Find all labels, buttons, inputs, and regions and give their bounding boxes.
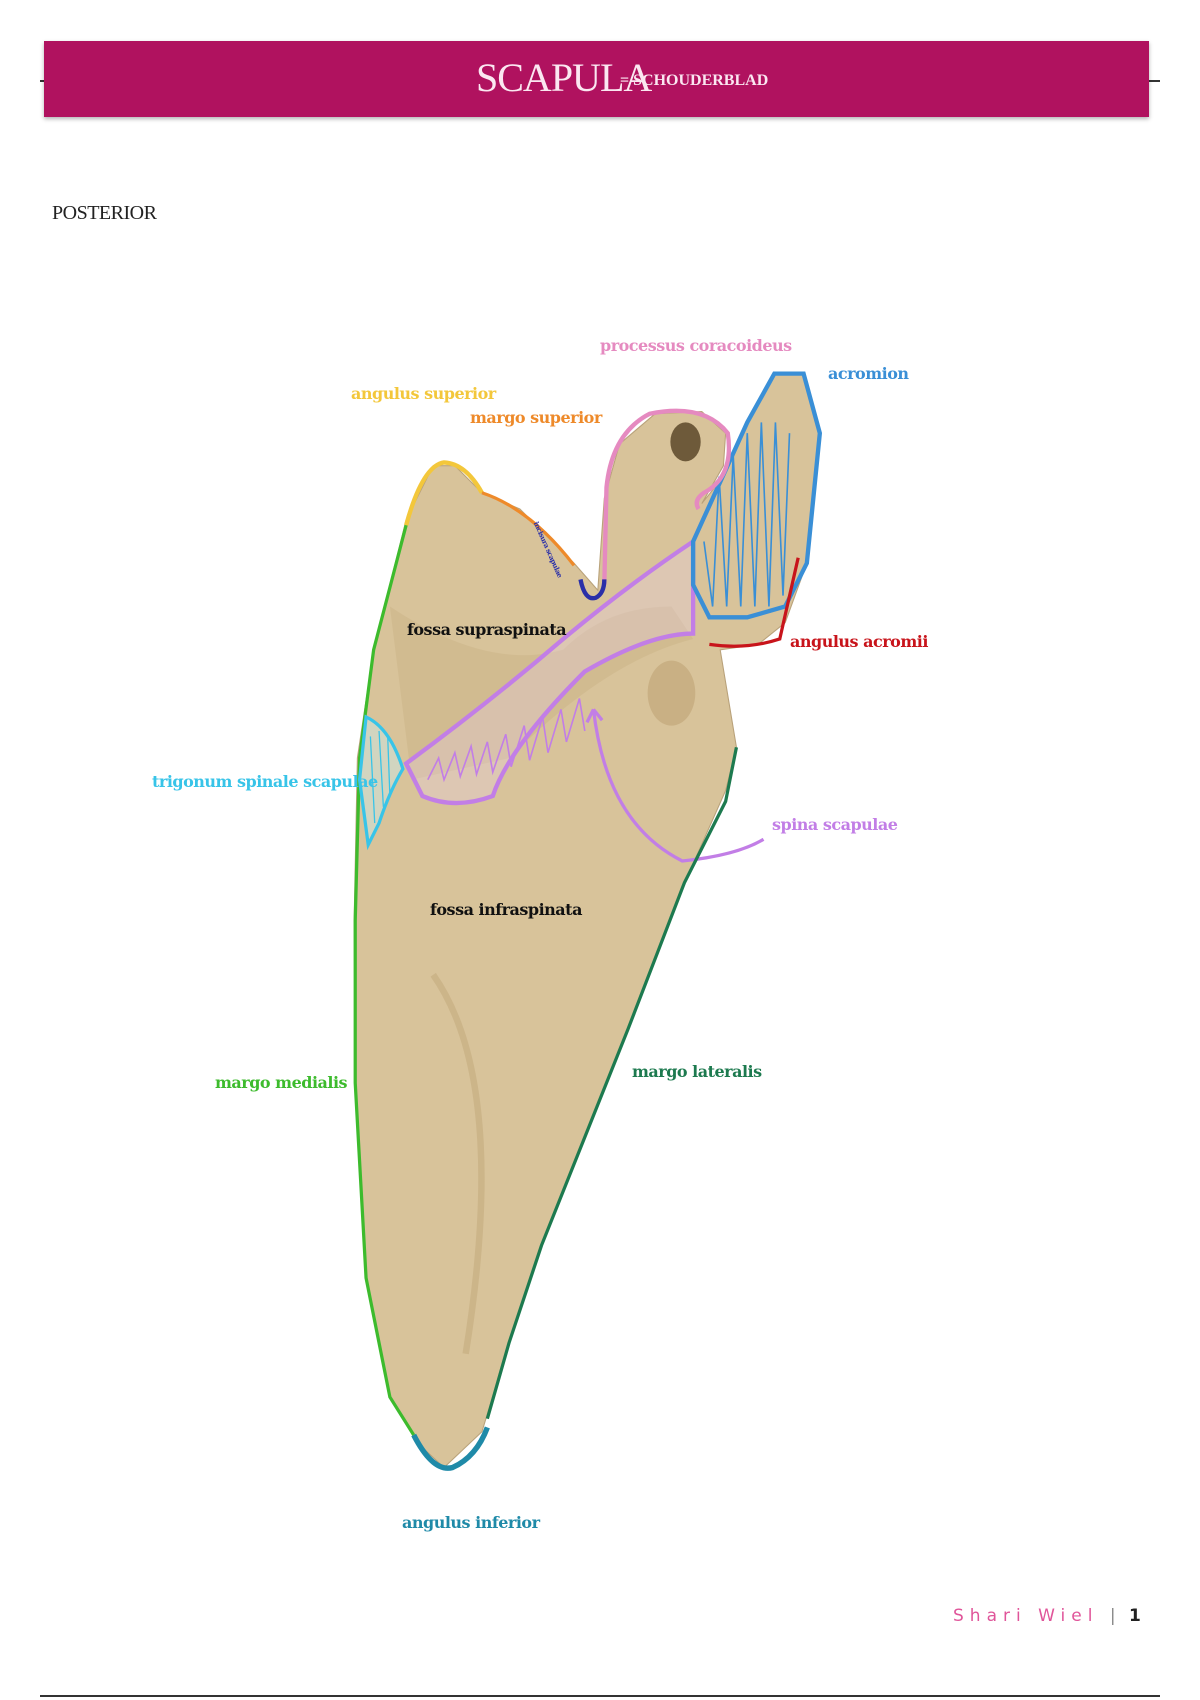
label-margo-medialis: margo medialis bbox=[215, 1073, 348, 1092]
label-margo-superior: margo superior bbox=[470, 408, 602, 427]
page-subtitle: = SCHOUDERBLAD bbox=[620, 72, 769, 89]
label-spina-scapulae: spina scapulae bbox=[772, 815, 898, 834]
label-angulus-inferior: angulus inferior bbox=[402, 1513, 540, 1532]
label-acromion: acromion bbox=[828, 364, 909, 383]
scapula-bone bbox=[353, 373, 821, 1469]
label-margo-lateralis: margo lateralis bbox=[632, 1062, 762, 1081]
page-number: 1 bbox=[1129, 1606, 1147, 1626]
label-angulus-acromii: angulus acromii bbox=[790, 632, 928, 651]
footer-separator: | bbox=[1109, 1606, 1118, 1626]
label-processus-coracoideus: processus coracoideus bbox=[600, 336, 792, 355]
label-fossa-infraspinata: fossa infraspinata bbox=[430, 900, 582, 919]
label-fossa-supraspinata: fossa supraspinata bbox=[407, 620, 567, 639]
label-trigonum-spinale-scapulae: trigonum spinale scapulae bbox=[152, 772, 378, 791]
header-banner bbox=[44, 41, 1149, 117]
view-label: POSTERIOR bbox=[52, 202, 157, 224]
footer: Shari Wiel | 1 bbox=[953, 1606, 1147, 1626]
bottom-rule bbox=[40, 1695, 1160, 1697]
footer-author: Shari Wiel bbox=[953, 1606, 1099, 1626]
spina-scapulae-outline bbox=[403, 537, 696, 806]
page-title: SCAPULA bbox=[476, 55, 652, 100]
acromion-outline bbox=[690, 371, 823, 620]
label-angulus-superior: angulus superior bbox=[351, 384, 496, 403]
